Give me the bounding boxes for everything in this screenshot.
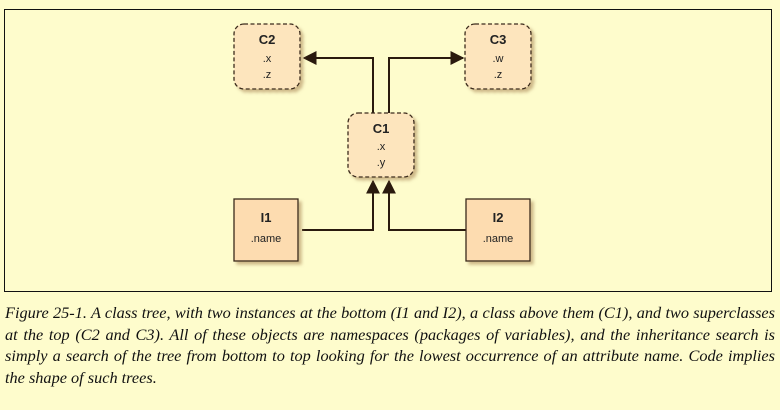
class-node-c3: C3 .w .z [464,23,532,90]
attr-c3-1: .z [494,69,503,81]
attr-i2-0: .name [483,233,514,245]
edge-c1-to-c2 [302,51,374,115]
class-node-c2: C2 .x .z [233,23,301,90]
edge-i1-to-c1 [302,179,380,231]
class-box-c3 [464,23,532,90]
instance-box-i2 [465,198,531,262]
attr-c1-1: .y [377,157,386,169]
instance-box-i1 [233,198,299,262]
edge-c1-to-c3 [388,51,465,115]
attr-c2-1: .z [263,69,272,81]
class-name-c1: C1 [373,121,390,136]
instance-name-i2: I2 [493,210,504,225]
instance-node-i1: I1 .name [233,198,299,262]
class-name-c3: C3 [490,32,507,47]
attr-i1-0: .name [251,233,282,245]
attr-c3-0: .w [493,53,504,65]
class-tree-diagram: C2 .x .z C3 .w .z C1 .x .y I1 .name I2 [233,23,532,262]
class-name-c2: C2 [259,32,276,47]
instance-name-i1: I1 [261,210,272,225]
instance-node-i2: I2 .name [465,198,531,262]
inheritance-edges [302,51,466,231]
class-node-c1: C1 .x .y [347,112,415,178]
edge-i2-to-c1 [382,179,466,231]
attr-c2-0: .x [263,53,272,65]
figure-caption: Figure 25-1. A class tree, with two inst… [5,303,775,387]
class-box-c1 [347,112,415,178]
class-box-c2 [233,23,301,90]
attr-c1-0: .x [377,141,386,153]
